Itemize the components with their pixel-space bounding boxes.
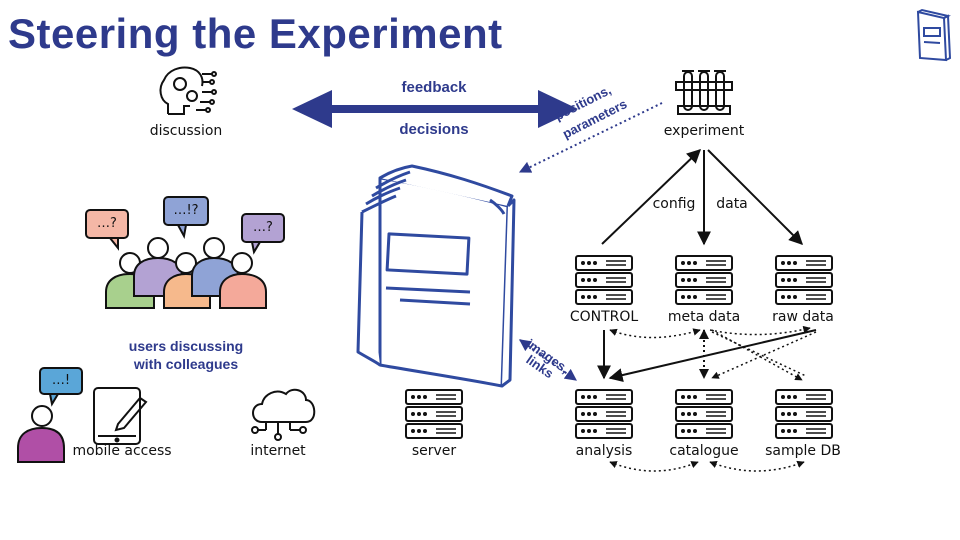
brain-gears-icon bbox=[159, 66, 217, 115]
config-arrow bbox=[601, 149, 702, 245]
sample-db-label: sample DB bbox=[765, 443, 841, 459]
users-label-line2: with colleagues bbox=[133, 356, 239, 372]
server-control-icon[interactable] bbox=[575, 255, 633, 305]
server-sample-db-icon[interactable] bbox=[775, 389, 833, 439]
cloud-network-icon bbox=[251, 388, 316, 441]
decisions-label: decisions bbox=[399, 121, 469, 138]
server-analysis-icon[interactable] bbox=[575, 389, 633, 439]
notebook-icon[interactable] bbox=[356, 164, 516, 388]
positions-arrow bbox=[518, 102, 663, 173]
data-arrow-raw bbox=[707, 149, 803, 245]
raw-catalogue-arrow bbox=[711, 331, 817, 379]
meta-sample-arrow bbox=[711, 329, 803, 381]
server-raw-data-icon[interactable] bbox=[775, 255, 833, 305]
internet-label: internet bbox=[250, 443, 306, 459]
experiment-label: experiment bbox=[663, 123, 745, 139]
mobile-access-label: mobile access bbox=[72, 443, 172, 459]
analysis-label: analysis bbox=[575, 443, 633, 459]
users-group bbox=[105, 237, 267, 309]
mobile-user-icon bbox=[17, 405, 65, 463]
server-icon[interactable] bbox=[405, 389, 463, 439]
data-label: data bbox=[716, 196, 748, 212]
bubble-text-4: …! bbox=[51, 373, 71, 388]
control-label: CONTROL bbox=[569, 309, 639, 325]
speech-bubble-icon bbox=[39, 196, 285, 407]
notebook-corner-icon[interactable] bbox=[916, 8, 952, 62]
server-meta-data-icon[interactable] bbox=[675, 255, 733, 305]
images-links-arrow bbox=[519, 339, 577, 381]
bubble-text-2: …!? bbox=[173, 203, 199, 218]
feedback-label: feedback bbox=[401, 79, 467, 96]
config-label: config bbox=[652, 196, 696, 212]
bubble-text-3: …? bbox=[253, 220, 273, 235]
server-label: server bbox=[411, 443, 457, 459]
discussion-label: discussion bbox=[149, 123, 223, 139]
test-tubes-icon bbox=[675, 70, 733, 115]
catalogue-sample-arrow bbox=[709, 460, 805, 472]
raw-data-label: raw data bbox=[772, 309, 834, 325]
page-title: Steering the Experiment bbox=[8, 10, 503, 57]
users-label-line1: users discussing bbox=[128, 338, 244, 354]
analysis-catalogue-arrow bbox=[609, 461, 699, 472]
tablet-icon bbox=[93, 387, 148, 445]
catalogue-raw-arrow bbox=[711, 331, 807, 377]
user-pink-body bbox=[219, 272, 267, 309]
bubble-text-1: …? bbox=[97, 216, 117, 231]
raw-analysis-arrow bbox=[608, 329, 817, 382]
server-catalogue-icon[interactable] bbox=[675, 389, 733, 439]
meta-data-label: meta data bbox=[667, 309, 741, 325]
control-meta-arrow bbox=[609, 328, 701, 339]
feedback-double-arrow bbox=[292, 90, 578, 128]
meta-raw-arrow bbox=[709, 325, 811, 336]
catalogue-label: catalogue bbox=[669, 443, 739, 459]
